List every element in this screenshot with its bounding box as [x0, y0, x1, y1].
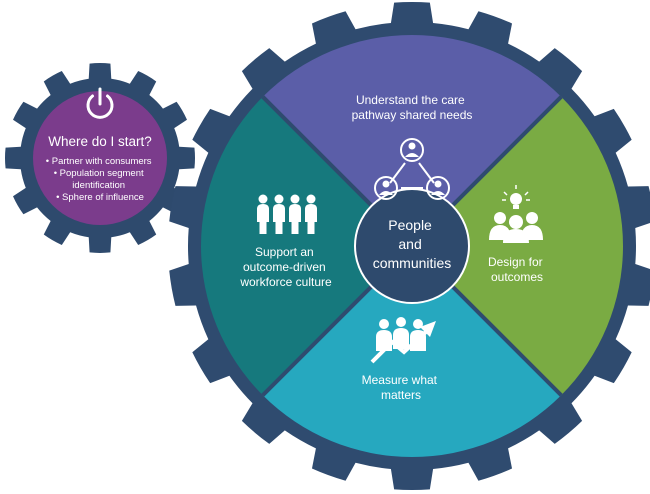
- person-body-2: [273, 204, 285, 234]
- growth-chart-people-icon: [370, 317, 436, 364]
- person-head-2: [274, 194, 284, 204]
- segment-left-label: Support an outcome-driven workforce cult…: [239, 245, 332, 289]
- workforce-people-icon: [257, 194, 317, 234]
- segment-top-label: Understand the care pathway shared needs: [352, 93, 473, 122]
- person-body-3: [289, 204, 301, 234]
- segment-bottom-label: Measure what matters: [362, 373, 441, 402]
- person-body-4: [305, 204, 317, 234]
- person-body-1: [257, 204, 269, 234]
- center-label: People and communities: [373, 217, 452, 271]
- start-panel-circle: [33, 91, 167, 225]
- segment-right-label: Design for outcomes: [488, 255, 546, 284]
- start-panel-title: Where do I start?: [48, 134, 152, 149]
- power-icon: [86, 87, 114, 119]
- person-head-1: [258, 194, 268, 204]
- start-panel-bullets: • Partner with consumers • Population se…: [46, 156, 154, 203]
- person-head-3: [290, 194, 300, 204]
- network-people-icon: [374, 138, 450, 200]
- idea-group-icon: [489, 185, 543, 243]
- person-head-4: [306, 194, 316, 204]
